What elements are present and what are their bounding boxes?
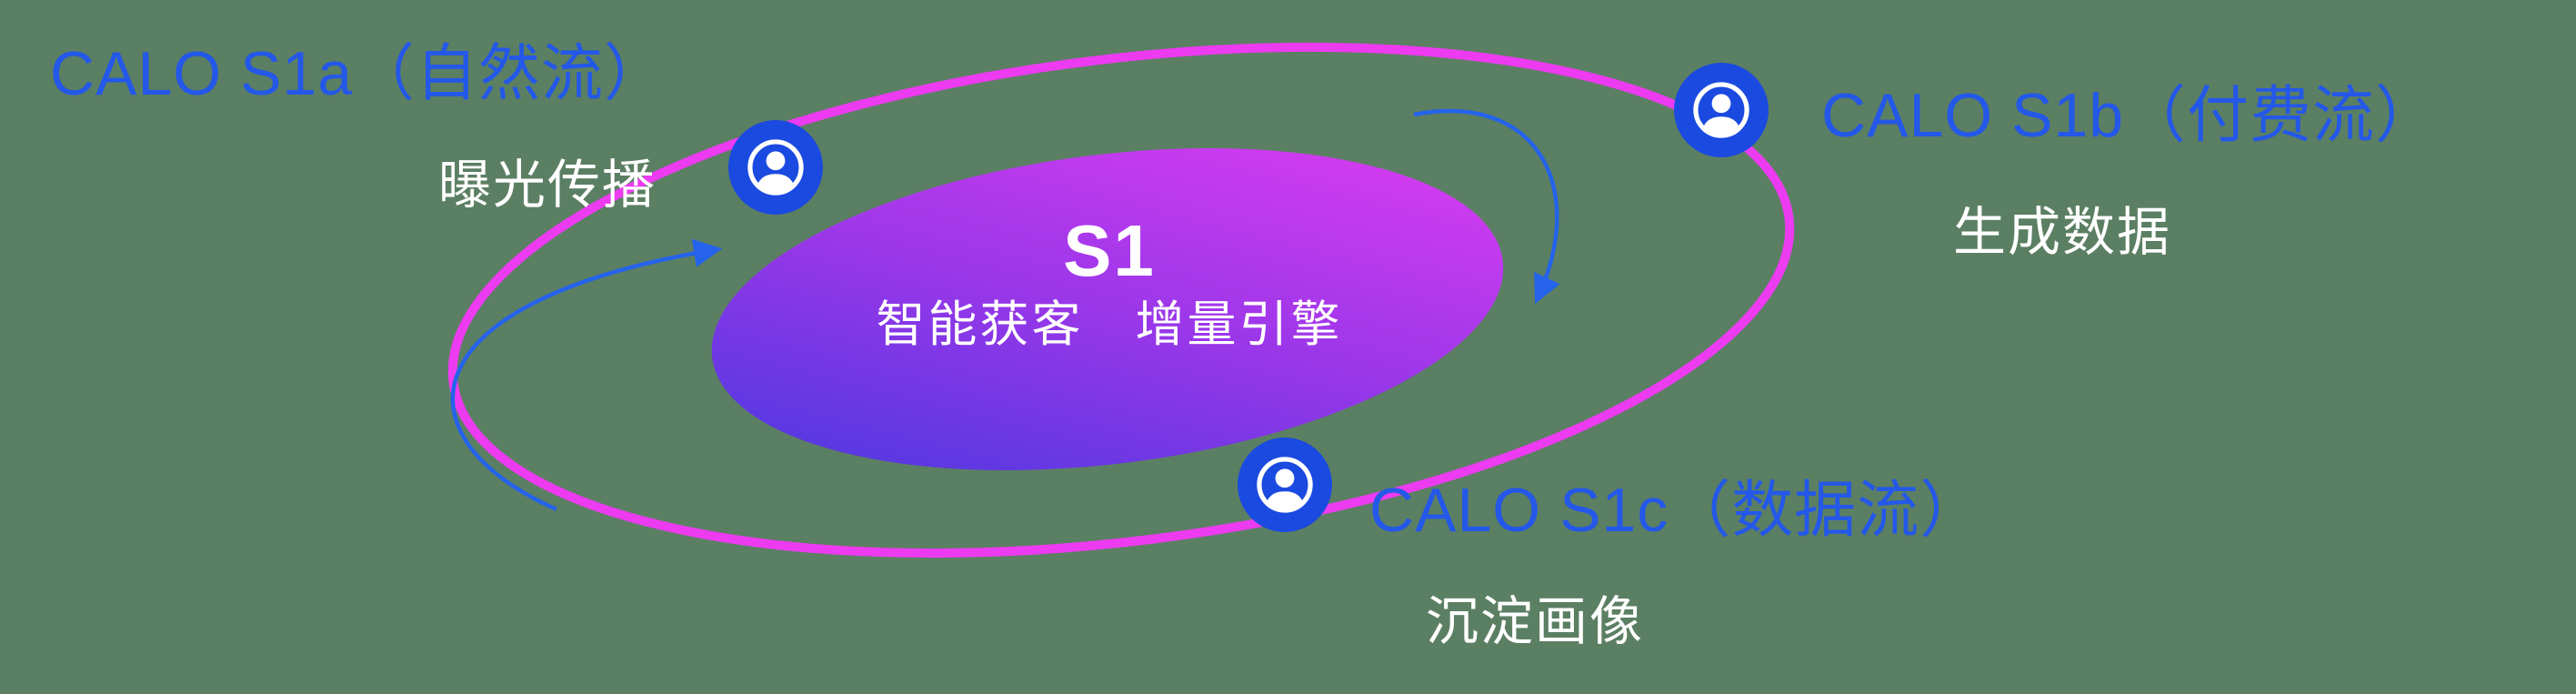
node-a-badge — [728, 120, 823, 215]
node-c-label: CALO S1c（数据流） — [1369, 476, 1983, 545]
node-b-badge — [1674, 63, 1769, 157]
center-ellipse — [711, 148, 1504, 470]
node-c-sublabel: 沉淀画像 — [1426, 592, 1645, 651]
node-a-sublabel: 曝光传播 — [438, 156, 657, 215]
user-in-circle-icon — [1674, 63, 1769, 157]
center-title: S1 — [1063, 210, 1156, 291]
node-c-badge — [1238, 438, 1332, 532]
center-subtitle: 智能获客 增量引擎 — [876, 297, 1343, 352]
node-a-label: CALO S1a（自然流） — [50, 39, 667, 108]
user-in-circle-icon — [1238, 438, 1332, 532]
flow-arrow-left — [450, 238, 723, 512]
flow-arrow-right — [1413, 108, 1560, 305]
user-in-circle-icon — [728, 120, 823, 215]
node-b-sublabel: 生成数据 — [1953, 203, 2172, 262]
node-b-label: CALO S1b（付费流） — [1821, 81, 2439, 150]
